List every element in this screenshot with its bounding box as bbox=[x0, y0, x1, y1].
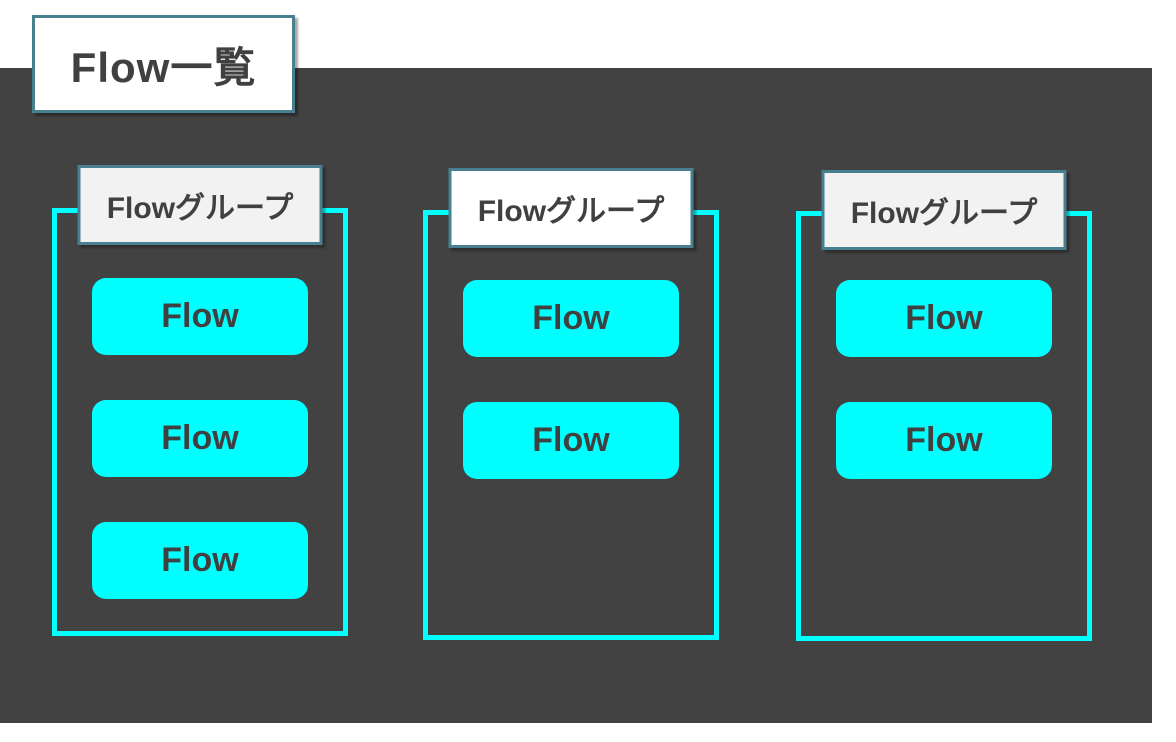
flow-group-label-text: Flowグループ bbox=[106, 192, 294, 225]
flow-group-2: Flowグループ Flow Flow bbox=[423, 168, 719, 640]
flow-group-label-text: Flowグループ bbox=[477, 195, 665, 228]
flow-button[interactable]: Flow bbox=[463, 402, 679, 479]
flow-group-3: Flowグループ Flow Flow bbox=[796, 170, 1092, 642]
flow-group-label: Flowグループ bbox=[448, 168, 694, 248]
flow-button[interactable]: Flow bbox=[92, 522, 308, 599]
flow-button[interactable]: Flow bbox=[836, 280, 1052, 357]
flow-group-1: Flowグループ Flow Flow Flow bbox=[52, 165, 348, 637]
page-title: Flow一覧 bbox=[70, 43, 257, 91]
flow-button[interactable]: Flow bbox=[836, 402, 1052, 479]
flow-list: Flow Flow Flow bbox=[92, 278, 308, 599]
flow-button[interactable]: Flow bbox=[92, 278, 308, 355]
flow-button[interactable]: Flow bbox=[92, 400, 308, 477]
page-title-box: Flow一覧 bbox=[32, 15, 295, 113]
flow-group-label: Flowグループ bbox=[77, 165, 323, 245]
flow-button[interactable]: Flow bbox=[463, 280, 679, 357]
flow-list: Flow Flow bbox=[836, 280, 1052, 479]
flow-group-label-text: Flowグループ bbox=[850, 197, 1038, 230]
flow-list: Flow Flow bbox=[463, 280, 679, 479]
flow-group-label: Flowグループ bbox=[821, 170, 1067, 250]
